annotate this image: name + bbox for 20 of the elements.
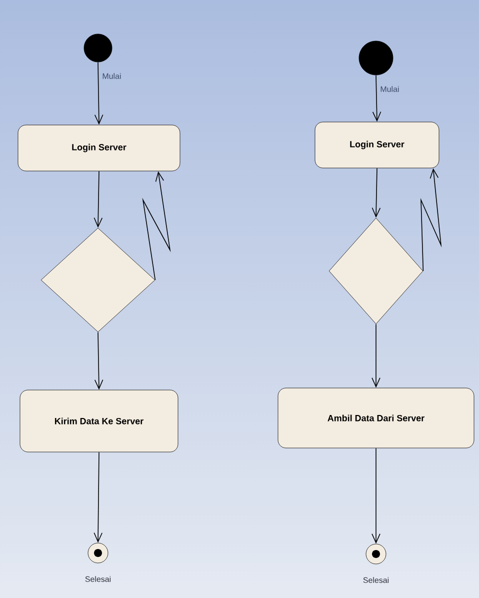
decision-diamond — [40, 228, 156, 332]
action-box: Login Server — [314, 122, 440, 168]
action-box: Ambil Data Dari Server — [278, 388, 474, 448]
action-box: Login Server — [18, 124, 180, 172]
start-node — [358, 40, 394, 76]
arrow — [94, 170, 103, 228]
arrow — [372, 324, 380, 388]
end-node — [366, 544, 386, 564]
action-box: Kirim Data Ke Server — [20, 390, 178, 452]
start-node — [84, 34, 112, 62]
arrow — [94, 332, 104, 390]
arrow — [142, 171, 171, 280]
arrow — [420, 168, 442, 272]
arrow — [372, 168, 381, 218]
arrow — [94, 452, 102, 543]
arrow — [372, 74, 382, 122]
end-node — [88, 542, 108, 564]
arrow — [372, 448, 380, 544]
arrow — [94, 62, 104, 125]
decision-diamond — [328, 218, 424, 324]
